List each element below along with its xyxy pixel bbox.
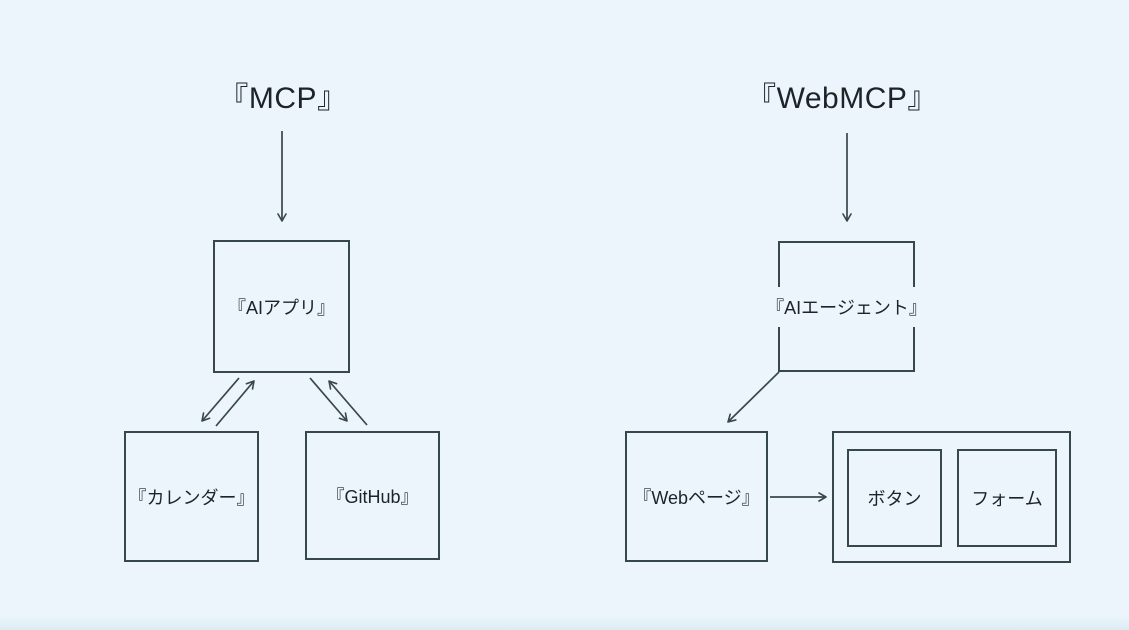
ai-app-label: 『AIアプリ』	[227, 297, 335, 318]
mcp-title: 『MCP』	[218, 82, 348, 115]
arrow-aiapp-to-calendar	[201, 377, 240, 422]
github-box: 『GitHub』	[305, 431, 440, 560]
github-label: 『GitHub』	[326, 486, 419, 507]
calendar-box: 『カレンダー』	[124, 431, 259, 562]
form-label: フォーム	[971, 489, 1043, 509]
webmcp-title: 『WebMCP』	[746, 82, 938, 115]
webpage-box: 『Webページ』	[625, 431, 768, 562]
ai-app-box: 『AIアプリ』	[213, 240, 350, 373]
webpage-label: 『Webページ』	[633, 487, 760, 508]
arrow-github-to-aiapp	[328, 380, 368, 426]
button-label: ボタン	[867, 489, 922, 509]
bottom-edge-shade	[0, 616, 1129, 630]
form-box: フォーム	[957, 449, 1057, 547]
ai-agent-box: 『AIエージェント』	[764, 241, 929, 372]
arrow-calendar-to-aiapp	[215, 380, 255, 427]
arrow-aiapp-to-github	[309, 377, 348, 422]
ai-agent-label: 『AIエージェント』	[764, 286, 929, 327]
page-elements-container-box: ボタン フォーム	[832, 431, 1071, 563]
arrow-aiagent-to-webpage	[727, 371, 780, 423]
calendar-label: 『カレンダー』	[128, 487, 255, 508]
button-box: ボタン	[847, 449, 942, 547]
